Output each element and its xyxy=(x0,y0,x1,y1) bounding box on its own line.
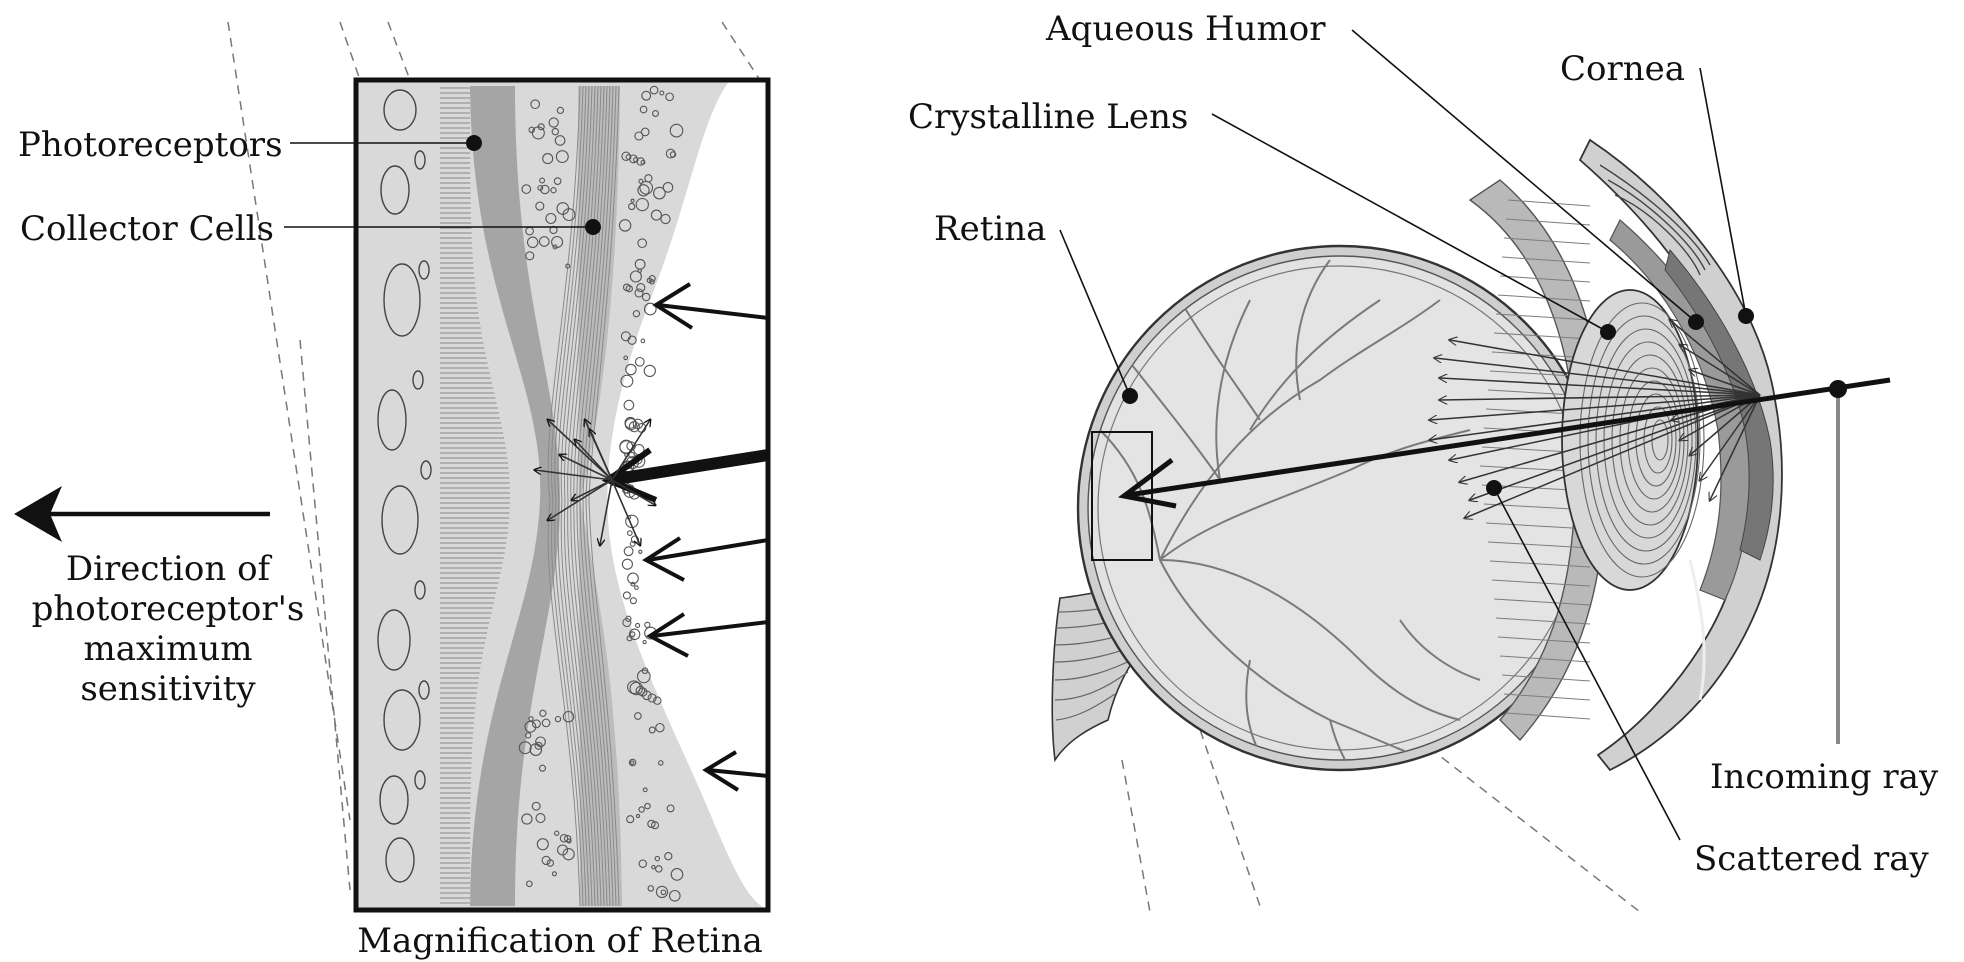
direction-label: Direction of photoreceptor's maximum sen… xyxy=(32,549,305,709)
collector-cells-label: Collector Cells xyxy=(20,209,274,249)
cornea-label: Cornea xyxy=(1560,49,1685,89)
aqueous-humor-label: Aqueous Humor xyxy=(1045,9,1326,49)
vitreous xyxy=(1098,266,1582,750)
svg-text:Direction of: Direction of xyxy=(66,549,273,589)
incoming-ray-pointer xyxy=(1829,380,1847,744)
magnification-caption: Magnification of Retina xyxy=(357,921,763,961)
retina-magnification-panel: Photoreceptors Collector Cells Direction… xyxy=(14,22,768,961)
svg-text:photoreceptor's: photoreceptor's xyxy=(32,589,305,629)
retina-label: Retina xyxy=(934,209,1046,249)
retina-tissue xyxy=(356,80,768,910)
crystalline-lens xyxy=(1562,290,1704,590)
eye-cross-section: Aqueous Humor Cornea Crystalline Lens Re… xyxy=(908,9,1939,912)
scattered-ray-label: Scattered ray xyxy=(1694,839,1930,879)
incoming-ray-label: Incoming ray xyxy=(1710,757,1939,797)
crystalline-lens-label: Crystalline Lens xyxy=(908,97,1188,137)
sensitivity-direction-arrow xyxy=(14,486,270,542)
svg-text:sensitivity: sensitivity xyxy=(80,669,256,709)
photoreceptors-label: Photoreceptors xyxy=(18,125,283,165)
svg-text:maximum: maximum xyxy=(84,629,253,669)
